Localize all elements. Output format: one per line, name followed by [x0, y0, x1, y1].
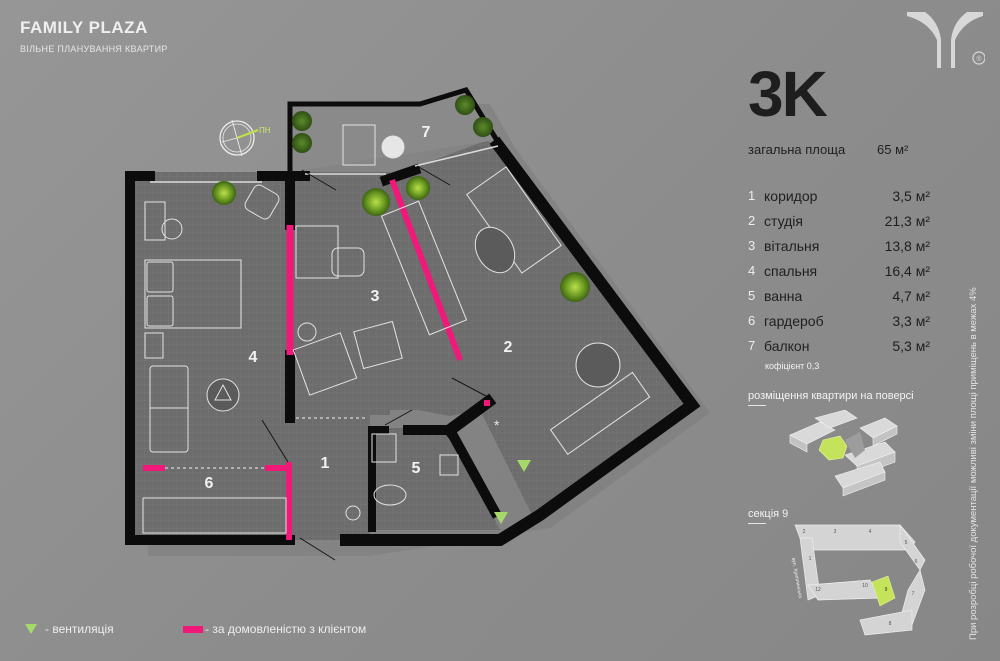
apartment-type: 3K: [748, 58, 828, 130]
section-map-diagram: 2 3 4 5 6 7 8 9 10 12 1 вул. Хриплинська: [790, 523, 926, 636]
freezer-icon: *: [494, 417, 500, 433]
divider: [748, 405, 766, 406]
room-label-3: 3: [371, 288, 380, 305]
svg-text:9: 9: [885, 587, 888, 593]
room-label-1: 1: [321, 455, 330, 472]
room-label-2: 2: [504, 339, 513, 356]
svg-text:8: 8: [889, 621, 892, 627]
divider: [748, 523, 766, 524]
y-logo-icon: ®: [907, 12, 985, 68]
section-title: секція 9: [748, 508, 789, 520]
svg-text:12: 12: [815, 587, 821, 593]
highlighted-block: [871, 575, 896, 607]
svg-text:6: 6: [915, 559, 918, 565]
floor-position-title: розміщення квартири на поверсі: [748, 390, 914, 402]
legend-by-agreement: - за домовленістю з клієнтом: [183, 622, 366, 636]
balcony-floor: [290, 90, 496, 172]
room-label-4: 4: [249, 349, 258, 366]
svg-text:®: ®: [976, 55, 982, 63]
svg-text:2: 2: [803, 529, 806, 535]
room-label-6: 6: [205, 475, 214, 492]
legend-ventilation: - вентиляція: [25, 622, 114, 636]
room-label-7: 7: [422, 124, 431, 141]
ventilation-triangle-icon: [25, 624, 37, 634]
brand-subtitle: ВІЛЬНЕ ПЛАНУВАННЯ КВАРТИР: [20, 44, 168, 54]
brand-block: FAMILY PLAZA ВІЛЬНЕ ПЛАНУВАННЯ КВАРТИР: [20, 18, 168, 54]
room-label-5: 5: [412, 460, 421, 477]
svg-text:5: 5: [905, 540, 908, 546]
disclaimer-text: При розробці робочої документації можлив…: [968, 287, 979, 640]
total-area-label: загальна площа: [748, 142, 846, 157]
highlighted-apartment: [818, 435, 848, 461]
brand-title: FAMILY PLAZA: [20, 18, 148, 37]
balcony-coefficient: кофіцієнт 0,3: [765, 361, 820, 371]
pink-wall-swatch-icon: [183, 625, 203, 633]
svg-text:1: 1: [809, 556, 812, 562]
floor-position-3d-diagram: [789, 410, 898, 497]
svg-text:10: 10: [862, 583, 868, 589]
floor-plan: * ПН 1 2 3 4 5 6 7: [125, 87, 710, 561]
total-area: загальна площа 65 м²: [748, 142, 923, 157]
svg-text:3: 3: [834, 529, 837, 535]
svg-text:4: 4: [869, 529, 872, 535]
svg-text:ПН: ПН: [259, 126, 271, 135]
svg-text:вул. Хриплинська: вул. Хриплинська: [790, 557, 803, 599]
svg-text:7: 7: [912, 591, 915, 597]
ventilation-icon: [494, 460, 531, 524]
total-area-value: 65 м²: [877, 142, 909, 157]
compass-icon: ПН: [219, 119, 271, 157]
